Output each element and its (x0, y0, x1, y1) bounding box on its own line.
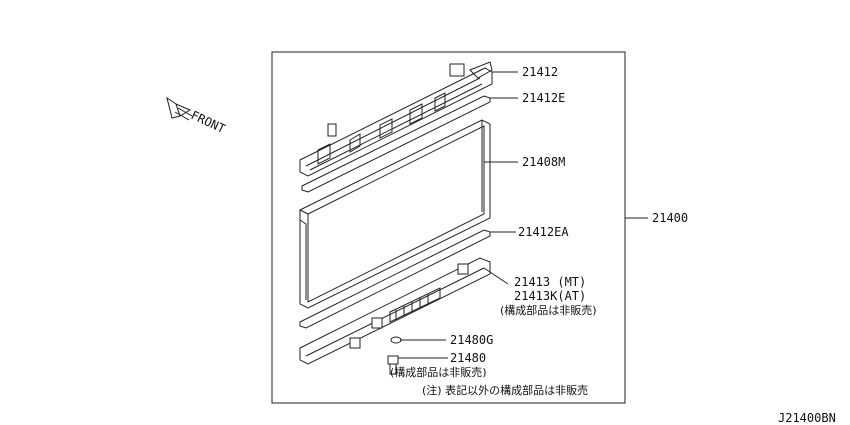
drain-cock (387, 355, 399, 375)
callout-21480g: 21480G (450, 333, 493, 347)
diagram-code: J21400BN (778, 411, 836, 425)
callout-21480: 21480 (450, 351, 486, 365)
assembly-frame (271, 51, 626, 404)
radiator-core (299, 119, 491, 309)
front-label: FRONT (189, 108, 228, 136)
callout-21400: 21400 (652, 211, 688, 225)
lower-tank (299, 257, 491, 365)
lower-seal (299, 229, 491, 329)
callout-21412e: 21412E (522, 91, 565, 105)
washer (390, 336, 402, 344)
front-arrow-icon (166, 96, 193, 121)
callout-21413k: 21413K(AT) (514, 289, 586, 303)
callout-21412: 21412 (522, 65, 558, 79)
upper-tank (299, 61, 493, 177)
callout-21480-note: (構成部品は非販売) (390, 365, 487, 379)
callout-21412ea: 21412EA (518, 225, 569, 239)
callout-21413-note: (構成部品は非販売) (500, 303, 597, 317)
footnote: (注) 表記以外の構成部品は非販売 (422, 383, 588, 397)
upper-seal (301, 95, 491, 193)
callout-21408m: 21408M (522, 155, 565, 169)
callout-21413: 21413 (MT) (514, 275, 586, 289)
